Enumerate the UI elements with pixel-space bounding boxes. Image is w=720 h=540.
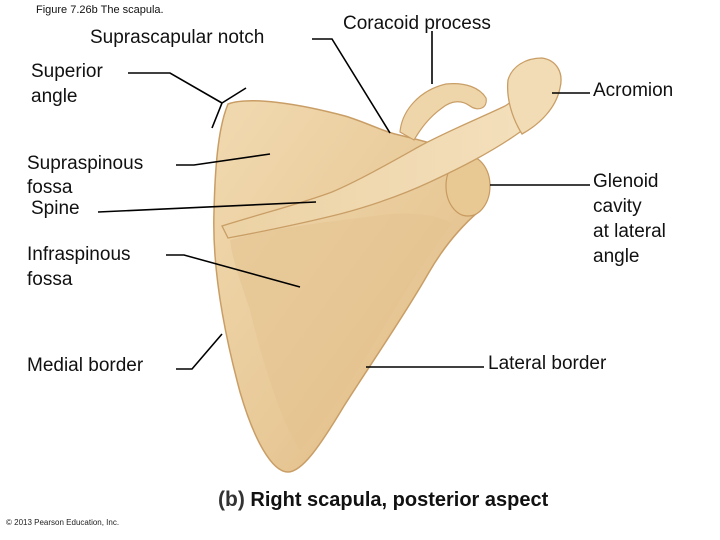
leader-infraspinous xyxy=(166,254,301,288)
leader-medial-border xyxy=(176,333,223,370)
leader-spine xyxy=(97,201,317,213)
label-medial-border: Medial border xyxy=(27,355,144,376)
label-superior-angle-line1: Superior xyxy=(31,61,103,82)
acromion-bone xyxy=(506,57,562,135)
figure-title: Figure 7.26b The scapula. xyxy=(36,4,164,16)
copyright: © 2013 Pearson Education, Inc. xyxy=(6,518,120,527)
coracoid-bone xyxy=(399,83,487,141)
label-lateral-border: Lateral border xyxy=(488,353,607,374)
label-infraspinous-line1: Infraspinous xyxy=(27,244,131,265)
label-coracoid-process: Coracoid process xyxy=(343,13,491,34)
label-infraspinous-line2: fossa xyxy=(27,269,73,290)
label-acromion: Acromion xyxy=(593,80,674,101)
caption-letter: (b) xyxy=(218,488,245,511)
label-superior-angle-line2: angle xyxy=(31,86,78,107)
leader-lines xyxy=(97,31,590,370)
label-glenoid-line2: cavity xyxy=(593,196,642,217)
leader-superior-angle xyxy=(128,72,223,104)
leader-suprascapular-notch xyxy=(312,38,391,134)
caption-text: Right scapula, posterior aspect xyxy=(250,489,549,511)
label-spine: Spine xyxy=(31,198,80,219)
infraspinous-shading xyxy=(230,213,452,450)
label-glenoid-line3: at lateral xyxy=(593,221,666,242)
label-supraspinous-line2: fossa xyxy=(27,177,73,198)
leader-superior-angle-tick2 xyxy=(211,102,223,129)
leader-supraspinous xyxy=(176,153,271,166)
label-supraspinous-line1: Supraspinous xyxy=(27,153,144,174)
label-suprascapular-notch: Suprascapular notch xyxy=(90,27,265,48)
leader-superior-angle-tick1 xyxy=(221,87,247,104)
label-glenoid-line1: Glenoid xyxy=(593,171,659,192)
figure-caption: (b) Right scapula, posterior aspect xyxy=(218,488,548,512)
label-glenoid-line4: angle xyxy=(593,246,640,267)
